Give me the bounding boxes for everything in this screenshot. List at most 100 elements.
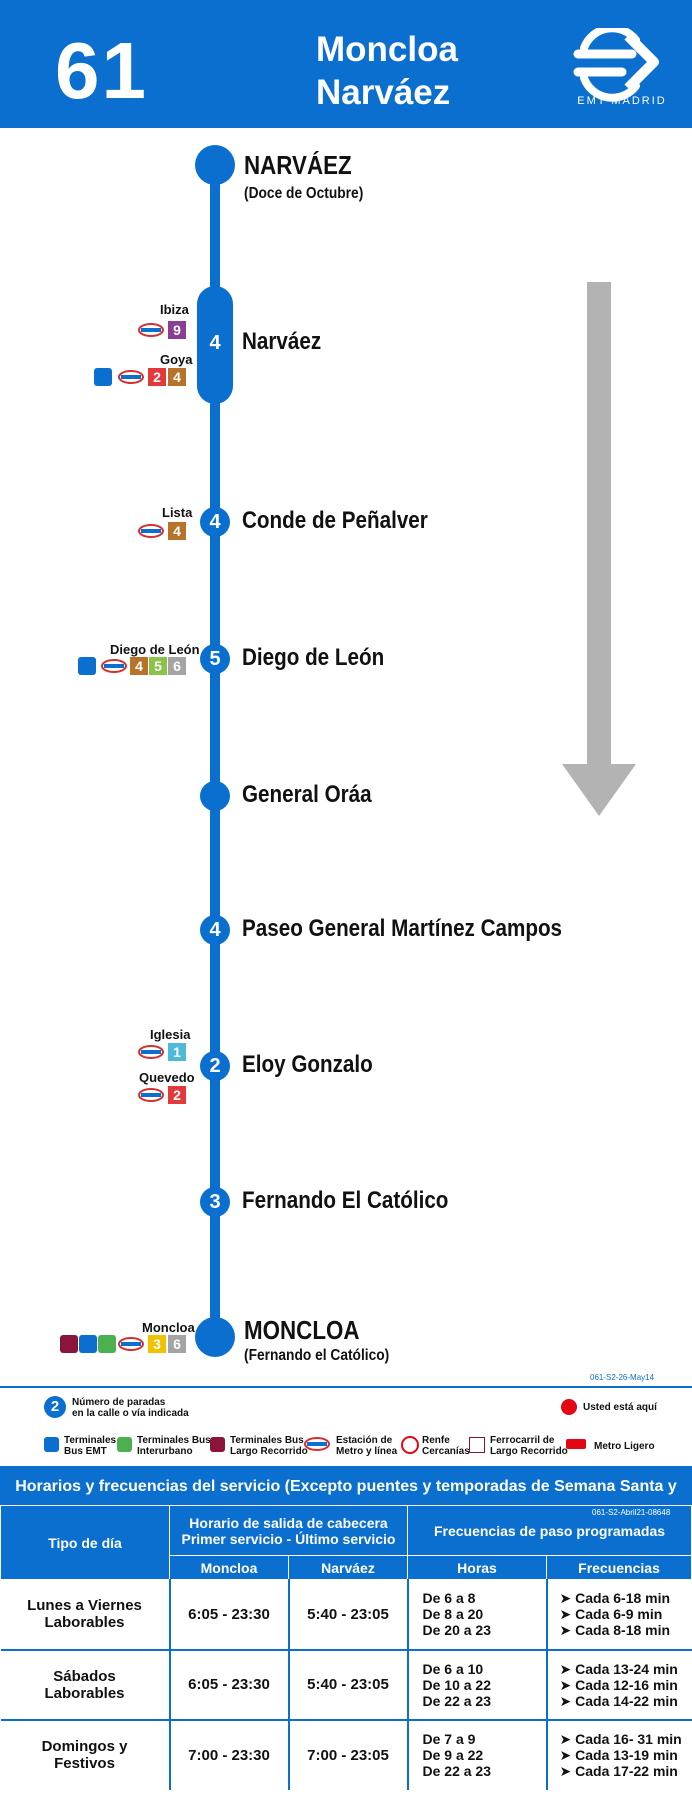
freq-item: ➤ Cada 8-18 min [559,1622,671,1639]
legend-stops-line2: en la calle o vía indicada [72,1408,189,1419]
freq-text: Cada 14-22 min [575,1692,678,1709]
stop-count-badge: 5 [200,644,230,674]
stop-name-fernando-el-catolico: Fernando El Católico [242,1187,449,1214]
metro-line-badge: 1 [168,1043,186,1061]
horas-item: De 22 a 23 [422,1692,492,1709]
header-bar [0,0,692,128]
route-title-line1: Moncloa [316,30,458,69]
moncloa-cell: 6:05 - 23:30 [169,1649,290,1721]
transfer-moncloa-label: Moncloa [142,1320,195,1335]
metro-line-badge: 3 [148,1335,166,1353]
freq-text: Cada 13-19 min [575,1747,678,1763]
stop-name-eloy-gonzalo: Eloy Gonzalo [242,1051,373,1078]
stop-count-badge: 4 [200,507,230,537]
freq-cell: ➤ Cada 6-18 min➤ Cada 6-9 min➤ Cada 8-18… [546,1579,692,1651]
legend-terminal-emt-line2: Bus EMT [64,1446,107,1457]
metro-line-badge: 5 [149,657,167,675]
stop-name-general-oraa: General Oráa [242,781,372,808]
legend-ferro-line2: Largo Recorrido [490,1446,568,1457]
narvaez-cell: 5:40 - 23:05 [288,1579,409,1651]
moncloa-cell: 7:00 - 23:30 [169,1719,290,1790]
transfer-iglesia-label: Iglesia [150,1027,191,1042]
stop-sub-fernando-el-catolico: (Fernando el Católico) [244,1347,390,1364]
sub-narvaez-header: Narváez [288,1555,408,1580]
terminal-stop-marker [195,145,235,185]
horas-item: De 8 a 20 [422,1606,484,1623]
col-horario-header: Horario de salida de cabecera Primer ser… [169,1505,408,1556]
freq-text: Cada 12-16 min [575,1676,678,1693]
col-freq-header: Frecuencias de paso programadas [407,1505,692,1556]
freq-text: Cada 6-9 min [575,1606,663,1623]
bus-interurbano-icon [98,1335,116,1353]
renfe-icon [401,1436,419,1454]
freq-item: ➤ Cada 12-16 min [559,1676,678,1693]
metro-icon [304,1437,330,1451]
legend-terminal-emt-line1: Terminales [64,1435,117,1446]
bus-emt-icon [94,368,112,386]
transfer-lista-label: Lista [162,505,193,520]
bus-largo-recorrido-icon [60,1335,78,1353]
stop-sub-doce-de-octubre: (Doce de Octubre) [244,185,364,202]
metro-icon [101,659,127,673]
freq-item: ➤ Cada 13-24 min [559,1660,678,1677]
route-number: 61 [55,26,148,115]
transfer-ibiza-label: Ibiza [160,302,189,317]
freq-item: ➤ Cada 6-18 min [559,1590,671,1607]
direction-arrow-icon [562,282,636,816]
stop-count-legend-badge: 2 [44,1396,66,1418]
bus-largo-recorrido-icon [210,1437,225,1452]
stop-count-badge: 4 [200,328,230,358]
metro-icon [138,1045,164,1059]
metro-icon [138,524,164,538]
stop-name-narvaez: Narváez [242,328,322,355]
stop-name-conde-de-penalver: Conde de Peñalver [242,507,428,534]
legend-metro-line1: Estación de [336,1435,393,1446]
freq-text: Cada 8-18 min [575,1622,671,1639]
horas-item: De 6 a 10 [422,1660,484,1677]
freq-item: ➤ Cada 13-19 min [559,1747,678,1763]
metro-ligero-icon [566,1439,586,1449]
you-are-here-icon [561,1399,577,1415]
legend-you-are-here: Usted está aquí [583,1402,657,1413]
horas-item: De 20 a 23 [422,1622,492,1639]
legend-terminal-largo-line2: Largo Recorrido [230,1446,308,1457]
metro-line-badge: 2 [148,368,166,386]
schedule-table: Tipo de día Horario de salida de cabecer… [0,1505,692,1790]
transfer-goya-label: Goya [160,352,193,367]
metro-icon [118,1337,144,1351]
route-line [210,168,220,1338]
metro-icon [138,323,164,337]
horas-item: De 6 a 8 [422,1590,476,1607]
horas-item: De 22 a 23 [422,1763,492,1779]
freq-text: Cada 16- 31 min [575,1731,682,1747]
tipo-line2: Laborables [44,1684,125,1702]
schedule-code: 061-S2-Abril21-08648 [592,1508,671,1517]
horas-item: De 10 a 22 [422,1676,492,1693]
stop-name-paseo-general-martinez-campos: Paseo General Martínez Campos [242,915,563,942]
stop-count-badge: 3 [200,1187,230,1217]
bus-interurbano-icon [117,1437,132,1452]
horas-item: De 7 a 9 [422,1731,476,1747]
tipo-line2: Laborables [44,1614,125,1632]
metro-line-badge: 6 [168,657,186,675]
bus-emt-icon [79,1335,97,1353]
freq-cell: ➤ Cada 16- 31 min➤ Cada 13-19 min➤ Cada … [547,1720,692,1790]
bus-emt-icon [44,1437,59,1452]
legend-renfe-line1: Renfe [422,1435,450,1446]
legend-terminal-inter-line1: Terminales Bus [137,1435,211,1446]
stop-name-narvaez-terminal: NARVÁEZ [244,150,352,180]
legend-terminal-inter-line2: Interurbano [137,1446,193,1457]
legend-ferro-line1: Ferrocarril de [490,1435,555,1446]
sub-frecuencias-header: Frecuencias [546,1555,692,1580]
transfer-quevedo-label: Quevedo [139,1070,195,1085]
